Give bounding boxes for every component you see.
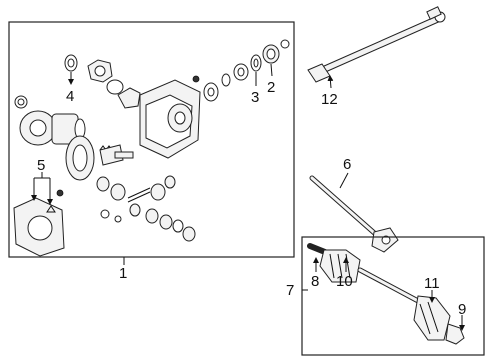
gear-carrier-housing xyxy=(139,79,201,159)
callout-8: 8 xyxy=(311,273,319,290)
pinion-bearings xyxy=(203,63,249,102)
cover-plate xyxy=(117,87,141,109)
callout-9: 9 xyxy=(458,301,466,318)
cover-gasket xyxy=(46,205,56,213)
callout-1: 1 xyxy=(119,265,127,282)
callout-12-leader xyxy=(327,75,334,89)
oil-seal-part-2 xyxy=(262,44,280,64)
callout-10: 10 xyxy=(336,273,353,290)
drive-pinion xyxy=(99,144,124,166)
cv-axle-assembly xyxy=(307,243,465,345)
shim-part-3 xyxy=(250,54,262,72)
pinion-mate-shaft xyxy=(127,187,151,203)
rear-cover xyxy=(13,197,65,257)
callout-5-leader xyxy=(31,172,53,205)
callout-4: 4 xyxy=(66,88,74,105)
bearing-inner xyxy=(17,98,25,106)
o-ring xyxy=(106,79,124,95)
seal-part-4 xyxy=(64,54,78,72)
thrust-washers xyxy=(100,203,196,242)
breather-plug xyxy=(192,75,200,83)
cover-bolt xyxy=(56,189,64,197)
callout-5: 5 xyxy=(37,157,45,174)
callout-2-leader xyxy=(270,63,273,77)
propeller-shaft xyxy=(307,6,446,83)
ring-gear xyxy=(65,135,95,181)
side-gears xyxy=(96,175,176,201)
callout-11: 11 xyxy=(424,275,440,292)
companion-flange xyxy=(87,59,113,83)
callout-2: 2 xyxy=(267,79,275,96)
drive-flange-nut xyxy=(280,39,290,49)
callout-3: 3 xyxy=(251,89,259,106)
callout-6: 6 xyxy=(343,156,351,173)
drive-shaft-box xyxy=(301,236,485,356)
callout-6-leader xyxy=(339,172,349,189)
differential-assembly-box xyxy=(8,21,295,258)
axle-shaft xyxy=(309,175,399,253)
callout-12: 12 xyxy=(321,91,338,108)
callout-7: 7 xyxy=(286,282,294,299)
pinion-shaft xyxy=(114,151,134,159)
